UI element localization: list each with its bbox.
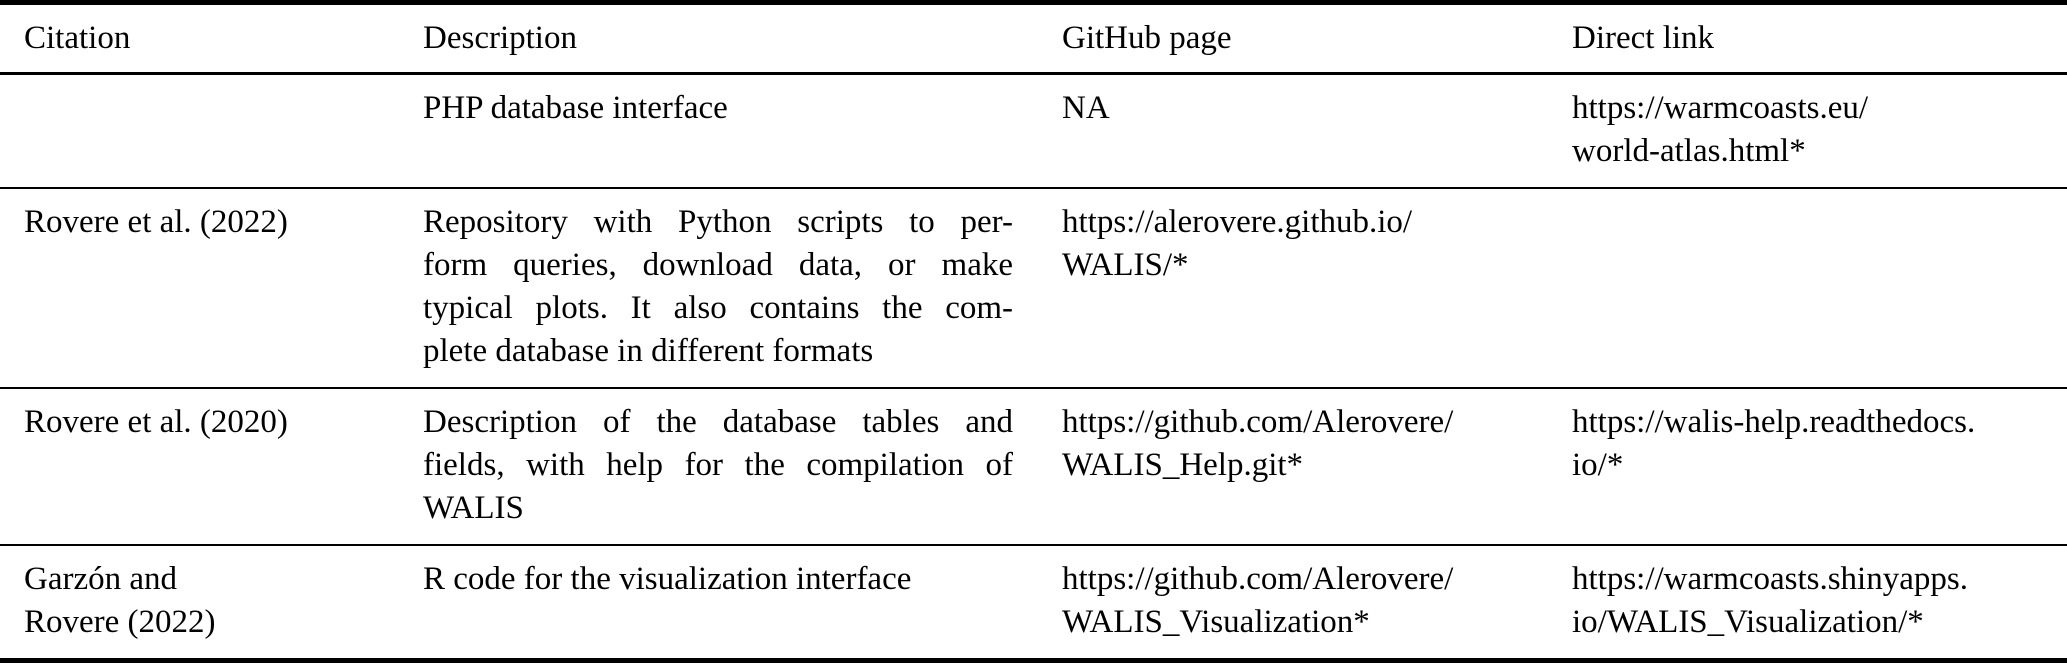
- cell-github-page[interactable]: https://alerovere.github.io/WALIS/*: [1062, 187, 1572, 388]
- cell-line: R code for the visualization interface: [423, 561, 912, 597]
- column-header-description: Description: [423, 2, 1062, 75]
- cell-citation: Rovere et al. (2020): [0, 387, 423, 545]
- cell-line: PHP database interface: [423, 90, 728, 126]
- cell-line: Rovere et al. (2022): [24, 204, 288, 240]
- cell-direct-link[interactable]: https://warmcoasts.eu/world-atlas.html*: [1572, 74, 2067, 189]
- cell-line: Garzón and: [24, 561, 178, 597]
- table-row: Rovere et al. (2022) Repository with Pyt…: [0, 187, 2067, 388]
- cell-direct-link[interactable]: https://warmcoasts.shinyapps. io/WALIS_Vi…: [1572, 544, 2067, 661]
- cell-line[interactable]: https://github.com/Alerovere/: [1062, 404, 1454, 440]
- cell-citation: Rovere et al. (2022): [0, 187, 423, 388]
- cell-direct-link[interactable]: https://walis-help.readthedocs. io/*: [1572, 387, 2067, 545]
- column-header-github-page: GitHub page: [1062, 2, 1572, 75]
- cell-line: fields, with help for the compilation of: [423, 447, 1013, 483]
- cell-github-page[interactable]: https://github.com/Alerovere/WALIS_Visua…: [1062, 544, 1572, 661]
- cell-citation: [0, 74, 423, 189]
- cell-line[interactable]: https://github.com/Alerovere/: [1062, 561, 1454, 597]
- cell-line[interactable]: WALIS/*: [1062, 247, 1189, 283]
- cell-line[interactable]: io/WALIS_Visualization/*: [1572, 604, 1924, 640]
- cell-line: form queries, download data, or make: [423, 247, 1013, 283]
- cell-line[interactable]: https://warmcoasts.shinyapps.: [1572, 561, 1968, 597]
- cell-line: Description of the database tables and: [423, 404, 1013, 440]
- cell-line: Rovere (2022): [24, 604, 216, 640]
- table-row: PHP database interface NA https://warmco…: [0, 74, 2067, 189]
- cell-line[interactable]: https://walis-help.readthedocs.: [1572, 404, 1976, 440]
- table-row: Rovere et al. (2020) Description of the …: [0, 387, 2067, 545]
- cell-github-page: NA: [1062, 74, 1572, 189]
- cell-line: plete database in different formats: [423, 333, 874, 369]
- cell-line: Repository with Python scripts to per-: [423, 204, 1013, 240]
- cell-line[interactable]: io/*: [1572, 447, 1624, 483]
- cell-line[interactable]: WALIS_Help.git*: [1062, 447, 1304, 483]
- cell-line[interactable]: https://alerovere.github.io/: [1062, 204, 1413, 240]
- cell-description: PHP database interface: [423, 74, 1062, 189]
- cell-description: R code for the visualization interface: [423, 544, 1062, 661]
- column-header-direct-link: Direct link: [1572, 2, 2067, 75]
- cell-github-page[interactable]: https://github.com/Alerovere/WALIS_Help.…: [1062, 387, 1572, 545]
- cell-line: NA: [1062, 90, 1110, 126]
- cell-direct-link: [1572, 187, 2067, 388]
- cell-description: Repository with Python scripts to per-fo…: [423, 187, 1062, 388]
- cell-line[interactable]: https://warmcoasts.eu/: [1572, 90, 1869, 126]
- header-row: Citation Description GitHub page Direct …: [0, 2, 2067, 75]
- cell-line[interactable]: WALIS_Visualization*: [1062, 604, 1370, 640]
- cell-line: WALIS: [423, 490, 524, 526]
- cell-description: Description of the database tables and fi…: [423, 387, 1062, 545]
- column-header-citation: Citation: [0, 2, 423, 75]
- cell-line: typical plots. It also contains the com-: [423, 290, 1013, 326]
- cell-line: Rovere et al. (2020): [24, 404, 288, 440]
- cell-line[interactable]: world-atlas.html*: [1572, 133, 1806, 169]
